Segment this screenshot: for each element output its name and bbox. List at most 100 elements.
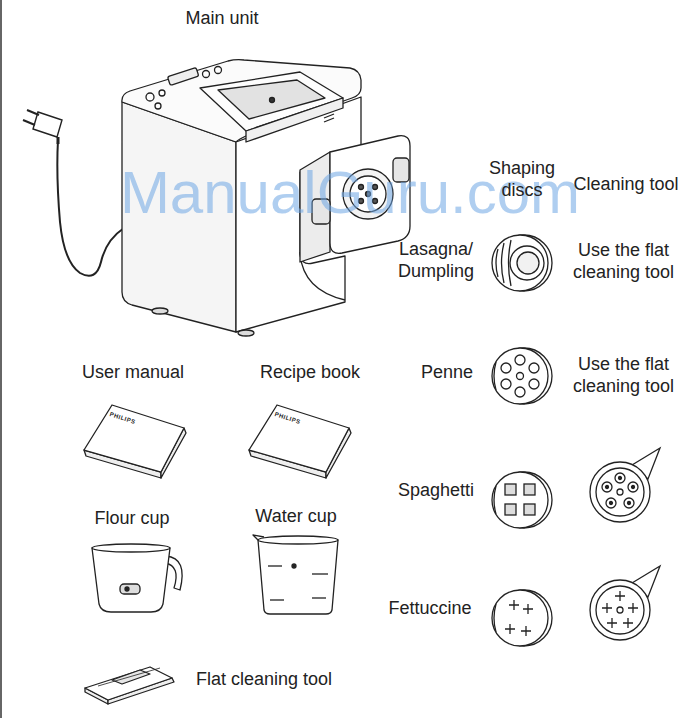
penne-disc	[501, 363, 511, 373]
pasta-maker-main-unit	[152, 308, 168, 314]
pasta-maker-main-unit	[146, 93, 154, 101]
power-cord	[23, 120, 35, 125]
fettuccine-cleaning-tool	[628, 603, 638, 613]
page-border	[1, 0, 2, 718]
pasta-maker-main-unit	[324, 114, 334, 118]
spaghetti-disc	[492, 472, 548, 528]
penne-disc	[529, 363, 539, 373]
spaghetti-cleaning-tool	[610, 502, 613, 505]
spaghetti-cleaning-tool	[632, 486, 635, 489]
pasta-maker-main-unit	[203, 71, 210, 78]
spaghetti-disc	[494, 486, 496, 514]
penne-disc	[515, 387, 525, 397]
penne-disc	[494, 362, 496, 390]
spaghetti-cleaning-tool	[606, 498, 616, 508]
disc-label: Penne	[421, 361, 473, 383]
lasagna-disc	[492, 235, 548, 291]
flat-cleaning-tool-drawing	[112, 670, 150, 684]
water-cup-drawing	[268, 565, 282, 566]
column-heading: Cleaning tool	[573, 173, 678, 195]
recipe-book-booklet	[249, 405, 351, 478]
water-cup-drawing	[312, 573, 328, 574]
spaghetti-cleaning-tool	[590, 462, 650, 522]
cleaning-note: Use the ﬂat cleaning tool	[561, 353, 686, 397]
power-cord	[27, 110, 39, 115]
flat-cleaning-tool-drawing	[85, 667, 174, 704]
fettuccine-cleaning-tool	[596, 586, 644, 634]
flour-cup-drawing	[125, 587, 129, 591]
fettuccine-disc	[492, 590, 552, 646]
water-cup-drawing	[253, 535, 338, 614]
page-border	[0, 0, 2, 718]
recipe-book-booklet	[249, 405, 349, 472]
spaghetti-cleaning-tool	[617, 489, 623, 495]
disc-label: Fettuccine	[388, 597, 471, 619]
penne-disc	[515, 355, 525, 365]
fettuccine-cleaning-tool	[607, 618, 617, 628]
part-label: Recipe book	[260, 361, 360, 383]
user-manual-booklet	[84, 405, 186, 478]
water-cup-drawing	[270, 599, 284, 600]
spaghetti-disc	[492, 472, 552, 528]
fettuccine-disc	[509, 600, 519, 610]
cleaning-note: Use the ﬂat cleaning tool	[561, 239, 686, 283]
lasagna-disc	[492, 235, 552, 291]
fettuccine-disc	[505, 624, 515, 634]
power-cord	[33, 112, 62, 137]
spaghetti-cleaning-tool	[624, 498, 634, 508]
brand-logo: PHILIPS	[273, 411, 301, 426]
penne-disc	[492, 348, 552, 404]
fettuccine-disc	[494, 604, 496, 632]
column-heading: Shaping discs	[476, 157, 568, 201]
water-cup-drawing	[292, 564, 296, 568]
water-cup-drawing	[258, 540, 338, 614]
disc-label: Spaghetti	[398, 479, 474, 501]
flour-cup-drawing	[120, 584, 140, 594]
lasagna-disc	[517, 252, 539, 274]
part-label: User manual	[82, 361, 184, 383]
flat-cleaning-tool-drawing	[85, 667, 172, 700]
flour-cup-drawing	[92, 544, 182, 612]
unit-label: Main unit	[185, 7, 258, 29]
spaghetti-cleaning-tool	[596, 468, 644, 516]
flour-cup-drawing	[92, 544, 170, 552]
fettuccine-disc	[523, 604, 533, 614]
penne-disc	[492, 348, 548, 404]
spaghetti-disc	[524, 484, 535, 495]
fettuccine-cleaning-tool	[602, 603, 612, 613]
power-cord	[57, 137, 60, 144]
spaghetti-cleaning-tool	[628, 502, 631, 505]
part-label: Water cup	[255, 505, 336, 527]
spaghetti-cleaning-tool	[602, 482, 612, 492]
part-label: Flour cup	[94, 507, 169, 529]
lasagna-disc	[502, 243, 505, 283]
fettuccine-cleaning-tool	[617, 607, 623, 613]
lasagna-disc	[496, 249, 498, 277]
spaghetti-cleaning-tool	[628, 482, 638, 492]
water-cup-drawing	[312, 597, 326, 598]
flat-cleaning-tool-drawing	[98, 668, 160, 686]
fettuccine-disc	[521, 626, 531, 636]
power-cord	[57, 140, 124, 276]
spaghetti-disc	[505, 484, 516, 495]
fettuccine-cleaning-tool	[615, 591, 625, 601]
penne-disc	[529, 379, 539, 389]
part-label: Flat cleaning tool	[196, 668, 332, 690]
spaghetti-disc	[524, 504, 535, 515]
water-cup-drawing	[258, 536, 338, 544]
spaghetti-cleaning-tool	[619, 477, 622, 480]
spaghetti-cleaning-tool	[606, 486, 609, 489]
lasagna-disc	[510, 246, 544, 280]
fettuccine-cleaning-tool	[623, 618, 633, 628]
water-cup-drawing	[253, 535, 264, 540]
power-cord	[23, 110, 124, 276]
disc-label: Lasagna/ Dumpling	[389, 238, 484, 282]
flour-cup-drawing	[92, 548, 170, 612]
user-manual-booklet	[84, 405, 184, 472]
pasta-maker-main-unit	[159, 90, 165, 96]
penne-disc	[501, 379, 511, 389]
pasta-maker-main-unit	[324, 118, 334, 122]
penne-disc	[517, 373, 524, 380]
brand-logo: PHILIPS	[108, 411, 136, 426]
spaghetti-cleaning-tool	[590, 448, 660, 522]
